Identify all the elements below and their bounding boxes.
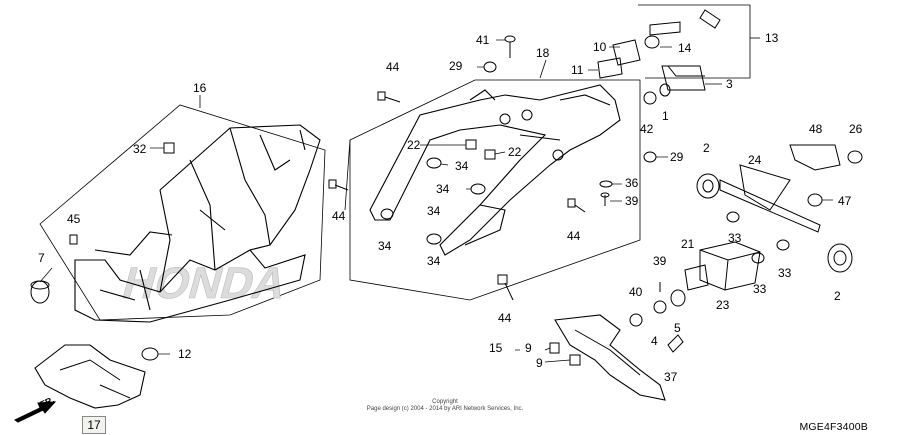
honda-watermark: HONDA [118, 259, 292, 308]
copyright-title: Copyright [432, 399, 458, 405]
callout-7: 7 [38, 251, 45, 265]
callout-47: 47 [838, 194, 852, 208]
callout-9a: 9 [525, 341, 532, 355]
callout-11: 11 [571, 63, 584, 77]
copyright: Copyright Page design (c) 2004 - 2014 by… [350, 399, 540, 413]
callout-22a: 22 [407, 138, 421, 152]
callout-39b: 39 [653, 254, 667, 268]
diagram-code: MGE4F3400B [799, 421, 868, 433]
callout-22b: 22 [508, 145, 522, 159]
callout-29b: 29 [670, 150, 684, 164]
callout-34e: 34 [427, 254, 441, 268]
callout-44a: 44 [332, 209, 346, 223]
callout-26: 26 [849, 122, 863, 136]
callout-24: 24 [748, 153, 762, 167]
callout-12: 12 [178, 347, 192, 361]
callout-34c: 34 [427, 204, 441, 218]
callout-33a: 33 [728, 231, 742, 245]
callout-40: 41 [476, 33, 490, 47]
callout-4: 4 [651, 334, 658, 348]
callout-48: 48 [809, 122, 823, 136]
callout-1: 1 [662, 109, 669, 123]
copyright-text: Page design (c) 2004 - 2014 by ARI Netwo… [366, 406, 524, 412]
callout-33b: 33 [778, 266, 792, 280]
callout-44b: 44 [386, 60, 400, 74]
callout-16: 16 [193, 81, 207, 95]
callout-41: 40 [629, 285, 643, 299]
callout-2b: 2 [834, 289, 841, 303]
callout-9b: 9 [536, 356, 543, 370]
callout-39a: 39 [625, 194, 639, 208]
callout-34a: 34 [455, 159, 469, 173]
callout-14: 14 [678, 41, 692, 55]
callout-45: 44 [498, 311, 512, 325]
callout-42: 42 [640, 122, 654, 136]
callout-3: 3 [726, 77, 733, 91]
callout-34d: 34 [378, 239, 392, 253]
callout-18: 18 [536, 46, 550, 60]
group-box-18 [349, 79, 641, 301]
callout-46: 45 [67, 212, 81, 226]
callout-37: 37 [664, 370, 678, 384]
callout-21: 21 [681, 237, 695, 251]
callout-33c: 33 [753, 282, 767, 296]
callout-15: 15 [489, 341, 503, 355]
callout-17: 17 [82, 416, 106, 434]
callout-29a: 29 [449, 59, 463, 73]
callout-34b: 34 [436, 182, 450, 196]
callout-32: 32 [133, 142, 147, 156]
callout-5: 5 [674, 321, 681, 335]
bolts-44 [328, 91, 586, 213]
callout-2a: 2 [703, 141, 710, 155]
callout-23: 23 [716, 298, 730, 312]
nuts-34 [380, 157, 486, 245]
callout-13: 13 [765, 31, 779, 45]
callout-44c: 44 [567, 229, 581, 243]
callout-10: 10 [593, 40, 607, 54]
callout-36: 36 [625, 176, 639, 190]
